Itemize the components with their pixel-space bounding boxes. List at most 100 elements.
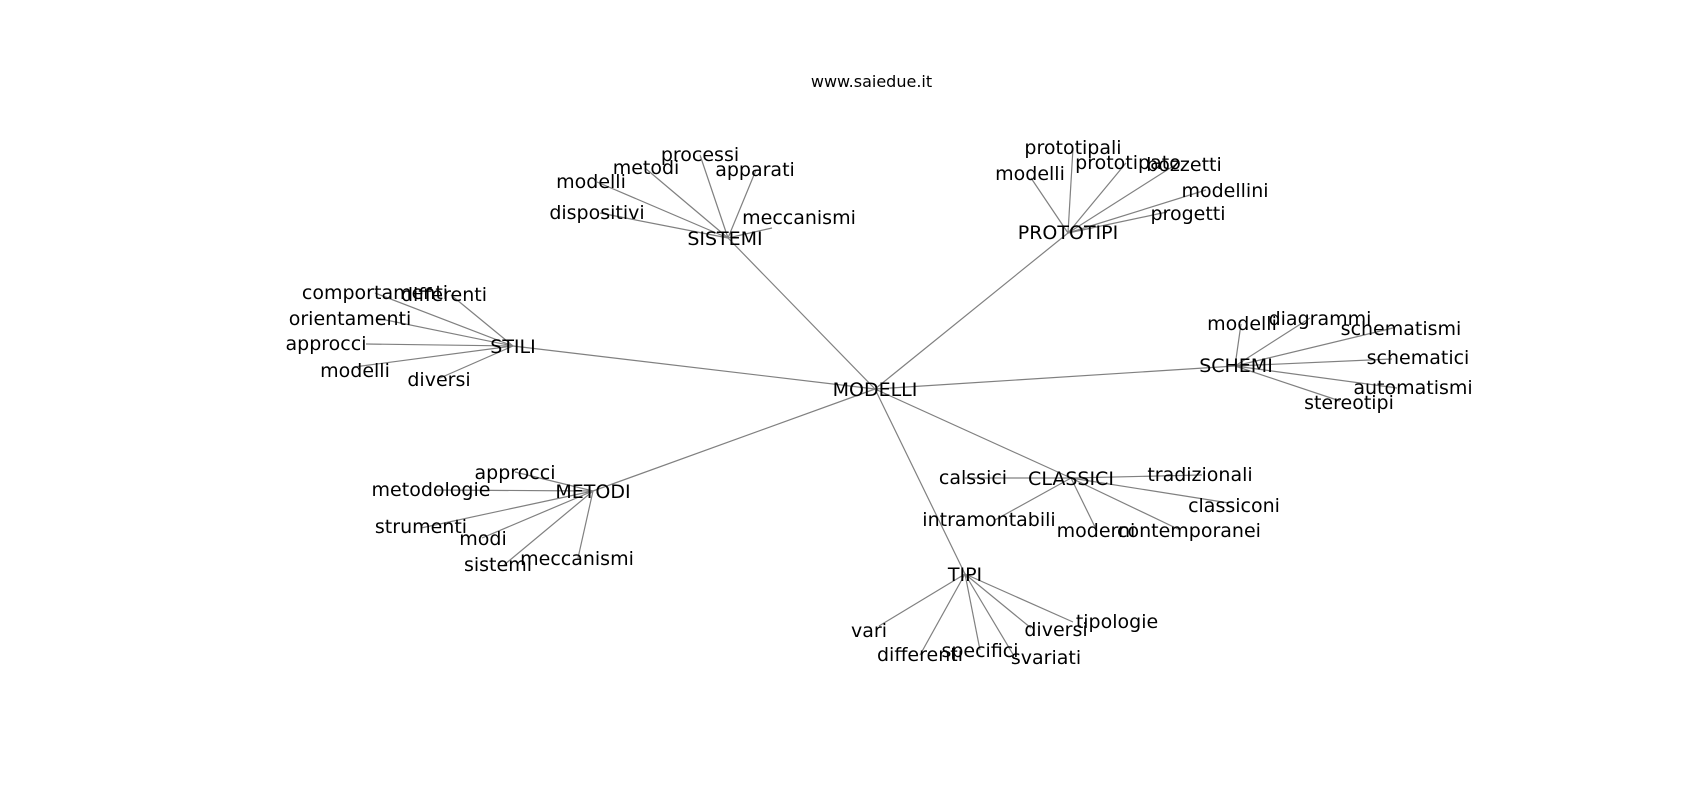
leaf-node-metodi-5: meccanismi — [520, 548, 634, 570]
leaf-node-classici-2: classiconi — [1188, 495, 1280, 517]
edge-classici-5 — [1070, 477, 1181, 531]
edge-sistemi-5 — [727, 227, 773, 239]
leaf-node-prototipi-0: prototipali — [1024, 137, 1121, 159]
edge-metodi-2 — [420, 490, 594, 529]
leaf-node-sistemi-2: modelli — [556, 171, 626, 193]
leaf-node-prototipi-1: modelli — [995, 163, 1065, 185]
edge-prototipi-0 — [1067, 147, 1074, 234]
leaf-node-stili-1: differenti — [401, 284, 487, 306]
edge-schemi-1 — [1234, 317, 1311, 367]
leaf-node-prototipi-3: bozzetti — [1146, 154, 1222, 176]
edge-sistemi-3 — [727, 169, 757, 239]
edge-root-metodi — [592, 388, 876, 492]
leaf-node-classici-3: intramontabili — [922, 509, 1055, 531]
edge-stili-4 — [353, 345, 514, 368]
edge-classici-1 — [1070, 474, 1203, 479]
edge-prototipi-1 — [1030, 177, 1069, 234]
edges-layer — [353, 147, 1398, 657]
branch-node-metodi: METODI — [555, 481, 630, 503]
edge-classici-4 — [1070, 477, 1098, 532]
leaf-node-stili-3: approcci — [286, 333, 367, 355]
leaf-node-metodi-4: sistemi — [464, 554, 532, 576]
root-node-label: MODELLI — [833, 379, 918, 401]
leaf-node-sistemi-5: meccanismi — [742, 207, 856, 229]
edge-root-schemi — [874, 365, 1236, 390]
leaf-node-sistemi-0: processi — [661, 144, 739, 166]
edge-tipi-2 — [964, 573, 981, 651]
edge-root-sistemi — [727, 237, 876, 390]
edge-schemi-2 — [1234, 327, 1394, 367]
leaf-node-schemi-4: automatismi — [1353, 377, 1472, 399]
edge-schemi-3 — [1234, 358, 1393, 367]
leaf-node-metodi-1: metodologie — [372, 479, 491, 501]
edge-classici-2 — [1070, 477, 1230, 504]
edge-stili-5 — [439, 345, 514, 379]
edge-tipi-5 — [964, 573, 1074, 623]
leaf-node-schemi-5: stereotipi — [1304, 392, 1394, 414]
leaf-node-tipi-3: svariati — [1011, 647, 1081, 669]
edge-root-classici — [874, 388, 1072, 479]
leaf-node-tipi-1: differenti — [877, 644, 963, 666]
edge-tipi-0 — [878, 573, 966, 627]
branch-node-classici: CLASSICI — [1028, 468, 1114, 490]
edge-classici-3 — [994, 477, 1072, 521]
leaf-node-classici-0: calssici — [939, 467, 1007, 489]
leaf-node-classici-4: moderni — [1057, 520, 1136, 542]
leaf-node-stili-0: comportamenti — [302, 282, 448, 304]
leaf-node-stili-4: modelli — [320, 360, 390, 382]
edge-schemi-0 — [1234, 323, 1242, 367]
edge-tipi-4 — [964, 573, 1032, 629]
leaf-node-metodi-0: approcci — [475, 462, 556, 484]
leaf-node-schemi-1: diagrammi — [1269, 308, 1372, 330]
edge-metodi-1 — [434, 489, 594, 492]
edge-prototipi-4 — [1067, 189, 1207, 234]
edge-root-stili — [512, 345, 876, 390]
edge-schemi-4 — [1234, 365, 1398, 389]
edge-prototipi-3 — [1067, 164, 1176, 234]
edge-tipi-3 — [964, 573, 1015, 657]
leaf-node-metodi-2: strumenti — [375, 516, 467, 538]
labels-layer: MODELLISISTEMIprocessimetodimodelliappar… — [286, 137, 1473, 669]
edge-metodi-4 — [503, 490, 594, 566]
leaf-node-schemi-0: modelli — [1207, 313, 1277, 335]
leaf-node-prototipi-5: progetti — [1150, 203, 1225, 225]
edge-prototipi-5 — [1067, 211, 1168, 234]
leaf-node-schemi-3: schematici — [1367, 347, 1470, 369]
edge-sistemi-4 — [599, 212, 729, 239]
leaf-node-schemi-2: schematismi — [1341, 318, 1462, 340]
edge-tipi-1 — [919, 573, 966, 656]
leaf-node-stili-5: diversi — [407, 369, 470, 391]
leaf-node-tipi-4: diversi — [1024, 619, 1087, 641]
edge-root-prototipi — [874, 232, 1069, 390]
edge-stili-3 — [365, 343, 514, 347]
edge-sistemi-1 — [644, 167, 729, 239]
branch-node-sistemi: SISTEMI — [687, 228, 762, 250]
edge-metodi-0 — [514, 471, 594, 492]
edge-root-tipi — [874, 388, 966, 575]
edge-stili-0 — [374, 292, 514, 347]
leaf-node-classici-1: tradizionali — [1147, 464, 1252, 486]
leaf-node-classici-5: contemporanei — [1117, 520, 1261, 542]
leaf-node-prototipi-4: modellini — [1181, 180, 1268, 202]
site-title: www.saiedue.it — [810, 72, 933, 91]
edge-stili-1 — [450, 294, 514, 347]
edge-metodi-5 — [577, 490, 594, 559]
edge-prototipi-2 — [1067, 162, 1127, 234]
leaf-node-tipi-0: vari — [851, 620, 887, 642]
leaf-node-metodi-3: modi — [459, 528, 506, 550]
edge-stili-2 — [375, 317, 514, 347]
edge-sistemi-0 — [699, 154, 729, 239]
leaf-node-prototipi-2: prototipato — [1075, 152, 1181, 174]
leaf-node-tipi-2: specifici — [941, 640, 1018, 662]
leaf-node-sistemi-1: metodi — [613, 157, 680, 179]
edge-metodi-3 — [481, 490, 594, 539]
leaf-node-sistemi-4: dispositivi — [549, 202, 644, 224]
leaf-node-sistemi-3: apparati — [715, 159, 795, 181]
branch-node-stili: STILI — [490, 336, 535, 358]
edge-schemi-5 — [1234, 365, 1341, 402]
branch-node-tipi: TIPI — [947, 564, 982, 586]
branch-node-prototipi: PROTOTIPI — [1018, 222, 1118, 244]
edge-sistemi-2 — [596, 181, 729, 239]
leaf-node-stili-2: orientamenti — [289, 308, 412, 330]
